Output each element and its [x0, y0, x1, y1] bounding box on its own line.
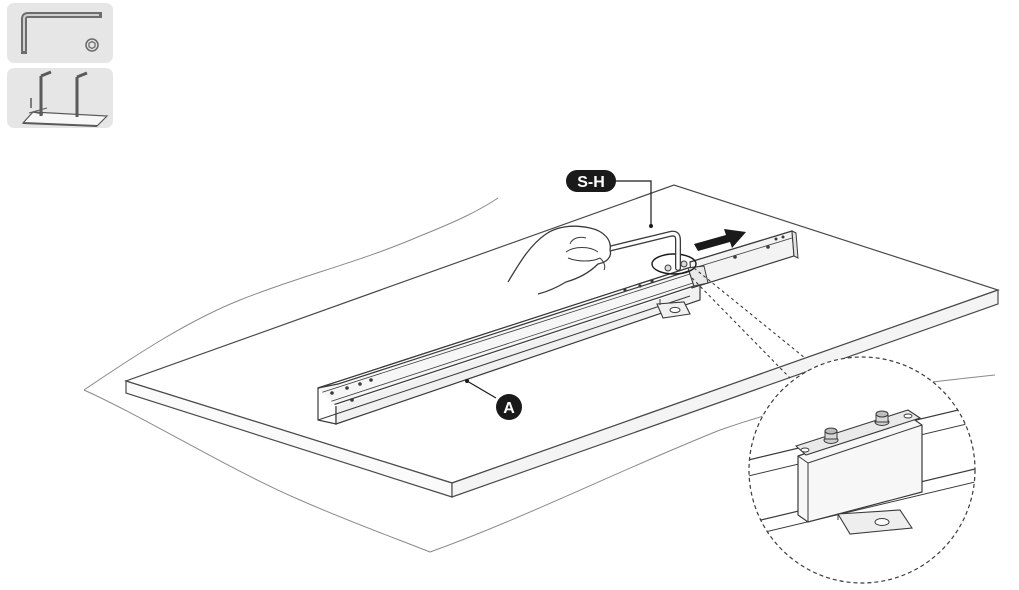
callout-badge-sh: S-H	[566, 170, 616, 192]
callout-label-a: A	[503, 400, 515, 417]
callout-label-sh: S-H	[577, 174, 605, 191]
zoom-detail	[748, 356, 976, 584]
hex-key-tool	[601, 230, 681, 271]
mounting-bracket	[656, 299, 691, 319]
hex-key-icon	[21, 12, 102, 54]
tool-tile-hex-key	[7, 3, 113, 63]
beam-screws	[664, 260, 688, 272]
step-tile-flip-table	[7, 68, 113, 128]
callout-badge-a: A	[496, 394, 522, 420]
table-edge-side	[451, 289, 999, 498]
focus-ring	[651, 253, 697, 275]
arrow-right-icon	[694, 229, 746, 251]
zoom-screw-left	[823, 427, 839, 444]
hand-icon	[507, 225, 612, 295]
beam-a	[317, 265, 709, 425]
table-upside-down-icon	[21, 70, 109, 127]
zoom-screw-right	[874, 410, 890, 426]
